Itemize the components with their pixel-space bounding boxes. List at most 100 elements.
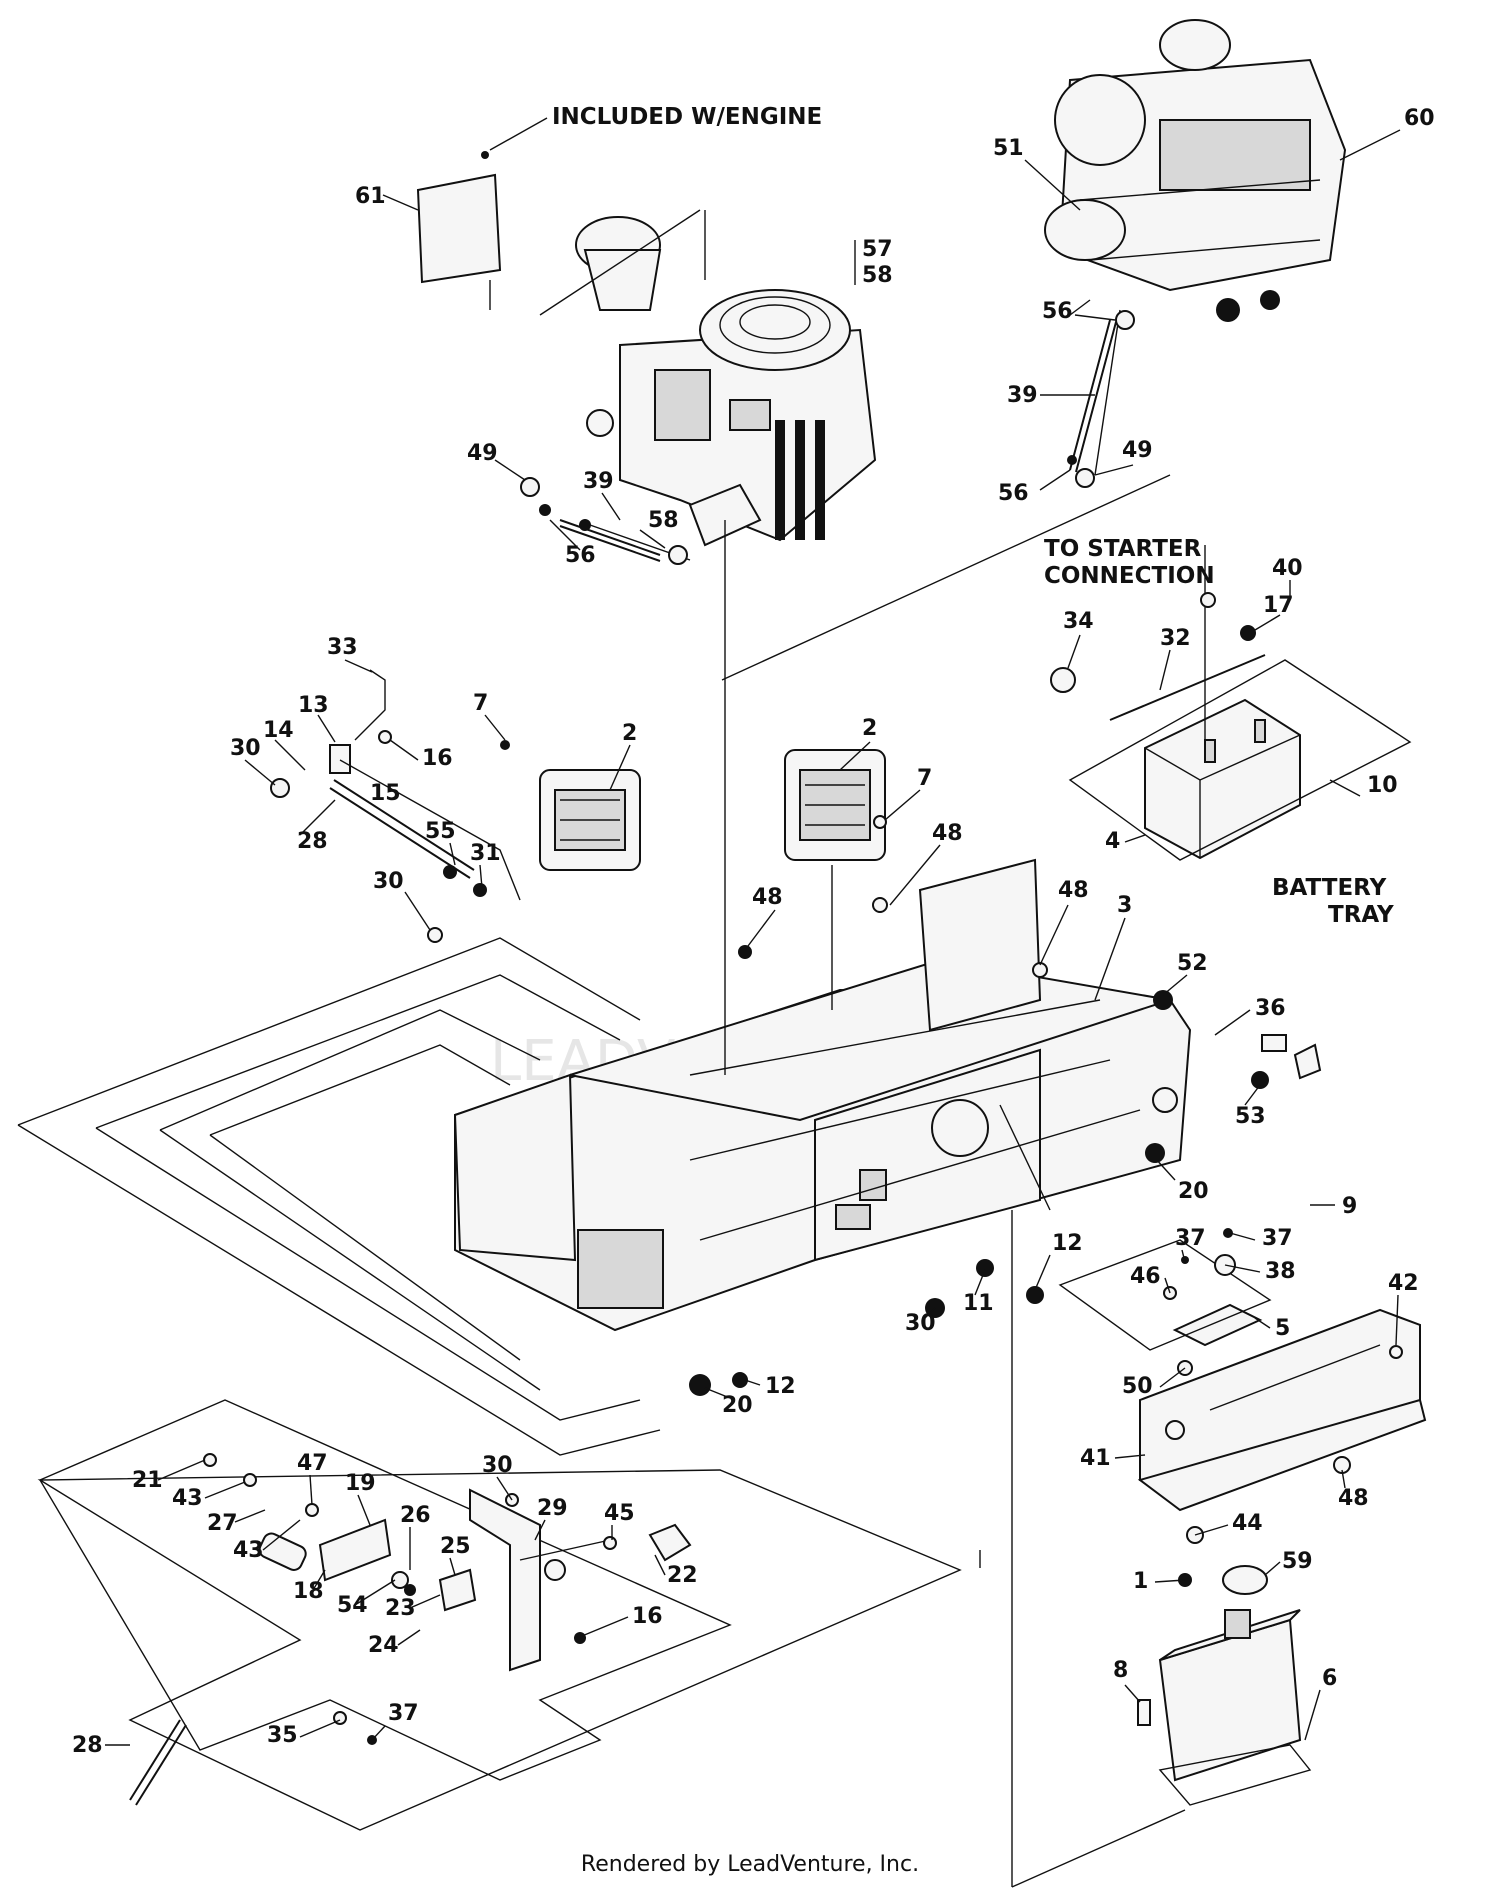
callout-43a: 43 bbox=[172, 1486, 203, 1511]
callout-2a: 2 bbox=[622, 721, 637, 746]
callout-52: 52 bbox=[1177, 951, 1208, 976]
callout-16a: 16 bbox=[422, 746, 453, 771]
callout-56c: 56 bbox=[565, 543, 596, 568]
callout-42: 42 bbox=[1388, 1271, 1419, 1296]
callout-25: 25 bbox=[440, 1534, 471, 1559]
hardware-parts bbox=[203, 151, 1403, 1745]
callout-7a: 7 bbox=[473, 691, 488, 716]
callout-45: 45 bbox=[604, 1501, 635, 1526]
callout-13: 13 bbox=[298, 693, 329, 718]
caption-starter-line1: TO STARTER bbox=[1044, 536, 1202, 562]
callout-30d: 30 bbox=[482, 1453, 513, 1478]
callout-56a: 56 bbox=[1042, 299, 1073, 324]
callout-47: 47 bbox=[297, 1451, 328, 1476]
callout-43b: 43 bbox=[233, 1538, 264, 1563]
callout-57: 57 bbox=[862, 237, 893, 262]
callout-55: 55 bbox=[425, 819, 456, 844]
callout-34: 34 bbox=[1063, 609, 1094, 634]
callout-48a: 48 bbox=[932, 821, 963, 846]
callout-30a: 30 bbox=[230, 736, 261, 761]
hydraulic-tank bbox=[1158, 1565, 1312, 1806]
callout-41: 41 bbox=[1080, 1446, 1111, 1471]
callout-29: 29 bbox=[537, 1496, 568, 1521]
battery bbox=[1068, 654, 1412, 861]
callout-46: 46 bbox=[1130, 1264, 1161, 1289]
control-panel bbox=[1137, 1308, 1427, 1512]
callout-56b: 56 bbox=[998, 481, 1029, 506]
callout-14: 14 bbox=[263, 718, 294, 743]
callout-16b: 16 bbox=[632, 1604, 663, 1629]
callout-38: 38 bbox=[1265, 1259, 1296, 1284]
hydro-pump-left bbox=[539, 769, 641, 871]
callout-48c: 48 bbox=[1058, 878, 1089, 903]
steering-linkage bbox=[270, 669, 521, 943]
callout-labels: 61 57 58 51 60 56 39 49 56 49 39 58 56 4… bbox=[72, 106, 1435, 1758]
callout-48d: 48 bbox=[1338, 1486, 1369, 1511]
callout-12b: 12 bbox=[765, 1374, 796, 1399]
callout-22: 22 bbox=[667, 1563, 698, 1588]
callout-61: 61 bbox=[355, 184, 386, 209]
callout-8: 8 bbox=[1113, 1658, 1128, 1683]
callout-35: 35 bbox=[267, 1723, 298, 1748]
caption-battery-line2: TRAY bbox=[1328, 902, 1394, 928]
callout-37c: 37 bbox=[388, 1701, 419, 1726]
callout-44: 44 bbox=[1232, 1511, 1263, 1536]
callout-28b: 28 bbox=[72, 1733, 103, 1758]
callout-39b: 39 bbox=[583, 469, 614, 494]
callout-3: 3 bbox=[1117, 893, 1132, 918]
callout-27: 27 bbox=[207, 1511, 238, 1536]
callout-24: 24 bbox=[368, 1633, 399, 1658]
callout-37b: 37 bbox=[1262, 1226, 1293, 1251]
callout-26: 26 bbox=[400, 1503, 431, 1528]
callout-36: 36 bbox=[1255, 996, 1286, 1021]
callout-4: 4 bbox=[1105, 829, 1120, 854]
engine bbox=[575, 216, 877, 547]
callout-30b: 30 bbox=[373, 869, 404, 894]
callout-10: 10 bbox=[1367, 773, 1398, 798]
callout-6: 6 bbox=[1322, 1666, 1337, 1691]
hose-39-left bbox=[559, 519, 661, 562]
callout-7b: 7 bbox=[917, 766, 932, 791]
callout-18: 18 bbox=[293, 1579, 324, 1604]
control-assembly bbox=[37, 1399, 962, 1831]
callout-48b: 48 bbox=[752, 885, 783, 910]
callout-30c: 30 bbox=[905, 1311, 936, 1336]
callout-39a: 39 bbox=[1007, 383, 1038, 408]
frame-cutout bbox=[577, 1229, 664, 1309]
engine-alt bbox=[1044, 19, 1347, 322]
hydro-pump-right bbox=[784, 749, 886, 861]
callout-54: 54 bbox=[337, 1593, 368, 1618]
callout-59: 59 bbox=[1282, 1549, 1313, 1574]
callout-9: 9 bbox=[1342, 1194, 1357, 1219]
callout-49b: 49 bbox=[467, 441, 498, 466]
caption-included-engine: INCLUDED W/ENGINE bbox=[552, 104, 822, 130]
mount-plate bbox=[1058, 1239, 1272, 1351]
callout-53: 53 bbox=[1235, 1104, 1266, 1129]
callout-32: 32 bbox=[1160, 626, 1191, 651]
callout-15: 15 bbox=[370, 781, 401, 806]
callout-60: 60 bbox=[1404, 106, 1435, 131]
callout-17: 17 bbox=[1263, 593, 1294, 618]
callout-5: 5 bbox=[1275, 1316, 1290, 1341]
callout-31: 31 bbox=[470, 841, 501, 866]
footer-credit: Rendered by LeadVenture, Inc. bbox=[580, 1852, 920, 1877]
caption-battery-line1: BATTERY bbox=[1272, 875, 1387, 901]
caption-starter-line2: CONNECTION bbox=[1044, 563, 1215, 589]
callout-58: 58 bbox=[862, 263, 893, 288]
callout-58b: 58 bbox=[648, 508, 679, 533]
callout-2b: 2 bbox=[862, 716, 877, 741]
callout-19: 19 bbox=[345, 1471, 376, 1496]
callout-12a: 12 bbox=[1052, 1231, 1083, 1256]
callout-51: 51 bbox=[993, 136, 1024, 161]
callout-1: 1 bbox=[1133, 1569, 1148, 1594]
callout-50: 50 bbox=[1122, 1374, 1153, 1399]
callout-49a: 49 bbox=[1122, 438, 1153, 463]
callout-21: 21 bbox=[132, 1468, 163, 1493]
callout-20a: 20 bbox=[1178, 1179, 1209, 1204]
callout-11: 11 bbox=[963, 1291, 994, 1316]
callout-leaders bbox=[105, 117, 1401, 1746]
hose-39-right bbox=[1069, 319, 1117, 473]
callout-33: 33 bbox=[327, 635, 358, 660]
callout-40: 40 bbox=[1272, 556, 1303, 581]
